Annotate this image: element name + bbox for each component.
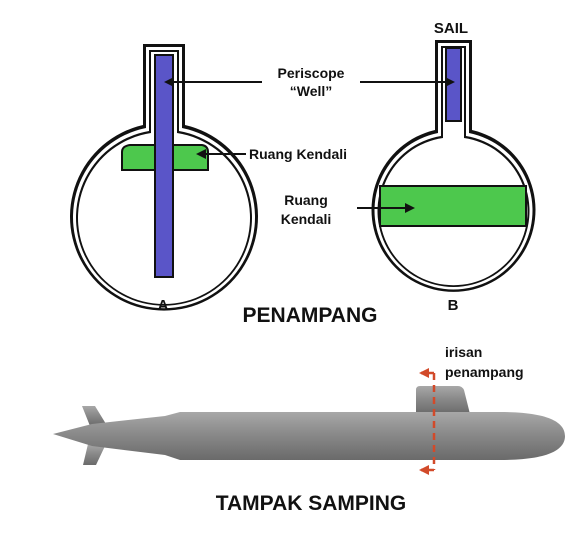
hull-body [53, 412, 565, 460]
control-room-b-label-line2: Kendali [281, 211, 332, 227]
callout-arrows [164, 77, 455, 213]
cross-section-title: PENAMPANG [243, 304, 378, 327]
periscope-label-line1: Periscope [278, 65, 345, 81]
cross-section-a [70, 44, 258, 311]
control-room-b-label-line1: Ruang [284, 192, 328, 208]
tail-fin-bottom [83, 444, 105, 465]
control-room-b [379, 185, 527, 227]
control-room-a-label: Ruang Kendali [249, 146, 347, 162]
periscope-well-a [154, 54, 174, 278]
sail-label: SAIL [434, 20, 468, 37]
periscope-well-b [445, 47, 462, 122]
section-b-label: B [448, 297, 459, 314]
side-view-title: TAMPAK SAMPING [216, 492, 407, 515]
periscope-label-line2: “Well” [290, 83, 333, 99]
section-a-label: A [158, 297, 169, 314]
cut-line-label-line1: irisan [445, 344, 482, 360]
cut-line-label-line2: penampang [445, 364, 524, 380]
cross-section-b [371, 40, 536, 292]
sail [416, 386, 470, 414]
tail-fin-top [82, 406, 106, 426]
submarine-side-view [53, 368, 565, 475]
